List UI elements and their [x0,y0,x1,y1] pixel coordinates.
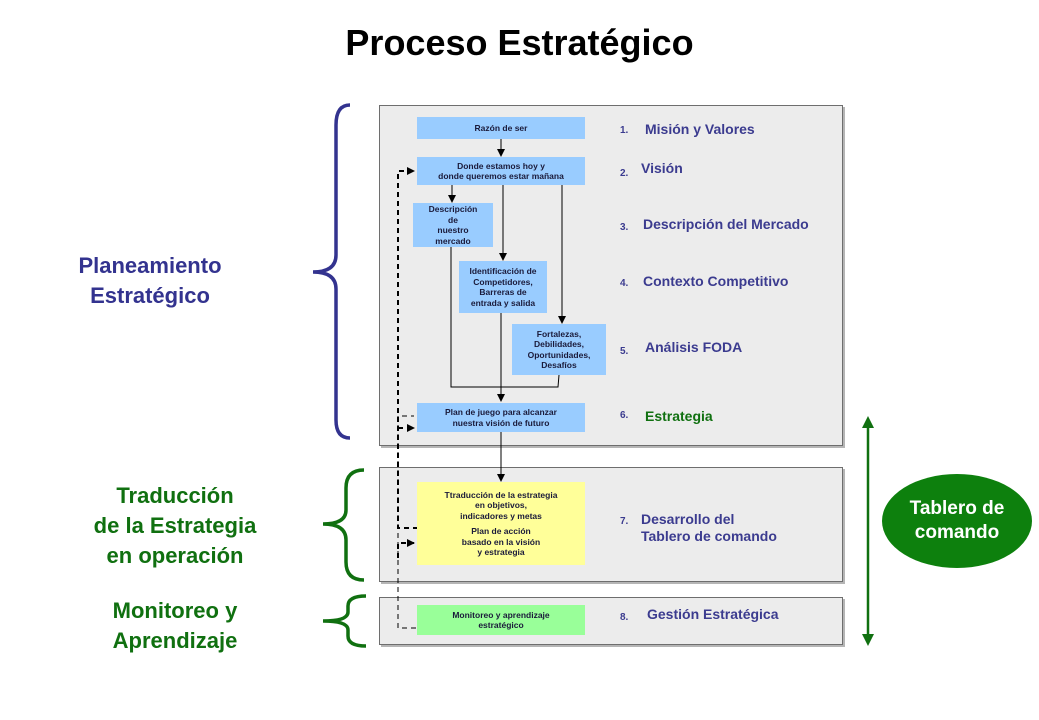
step-8-label: Gestión Estratégica [647,606,779,622]
step-4-label: Contexto Competitivo [643,273,789,289]
step-2-label: Visión [641,160,683,176]
section-monitoreo: Monitoreo y Aprendizaje [112,598,238,653]
page-title: Proceso Estratégico [345,22,694,63]
box-identificacion-competidores: Identificación de Competidores, Barreras… [459,261,547,313]
feedback-to-plan-accion [397,539,415,558]
step-5-number: 5. [620,346,629,357]
feedback-to-plan [397,415,416,629]
step-2-number: 2. [620,168,629,179]
box-razon-de-ser: Razón de ser [417,117,585,139]
box-traduccion-estrategia: Ttraducción de la estrategia en objetivo… [417,482,585,565]
step-3-number: 3. [620,222,629,233]
feedback-to-donde [397,167,418,529]
plan-accion-text: Plan de acción basado en la visión y est… [461,526,541,557]
brace-planeamiento [312,103,351,440]
step-7-number: 7. [620,516,629,527]
step-3-label: Descripción del Mercado [643,216,809,232]
line-fortalezas-bottom [501,374,560,388]
step-1-number: 1. [620,125,629,136]
section-planeamiento: Planeamiento Estratégico [78,253,222,308]
line-descripcion-bottom [450,247,501,388]
brace-monitoreo [322,594,367,648]
step-5-label: Análisis FODA [645,339,743,355]
box-plan-de-juego: Plan de juego para alcanzar nuestra visi… [417,403,585,432]
brace-traduccion [322,468,365,582]
step-6-number: 6. [620,410,629,421]
step-1-label: Misión y Valores [645,121,755,137]
step-6-label: Estrategia [645,408,713,424]
traduccion-text: Ttraducción de la estrategia en objetivo… [444,489,558,521]
tablero-comando-badge: Tablero de comando [882,474,1032,568]
step-7-label: Desarrollo del Tablero de comando [641,511,777,544]
box-donde-estamos: Donde estamos hoy y donde queremos estar… [417,157,585,185]
box-monitoreo-aprendizaje: Monitoreo y aprendizaje estratégico [417,605,585,635]
step-4-number: 4. [620,278,629,289]
box-fortalezas: Fortalezas, Debilidades, Oportunidades, … [512,324,606,375]
section-traduccion: Traducción de la Estrategia en operación [93,483,257,568]
box-descripcion-mercado: Descripción de nuestro mercado [413,203,493,247]
step-8-number: 8. [620,612,629,623]
